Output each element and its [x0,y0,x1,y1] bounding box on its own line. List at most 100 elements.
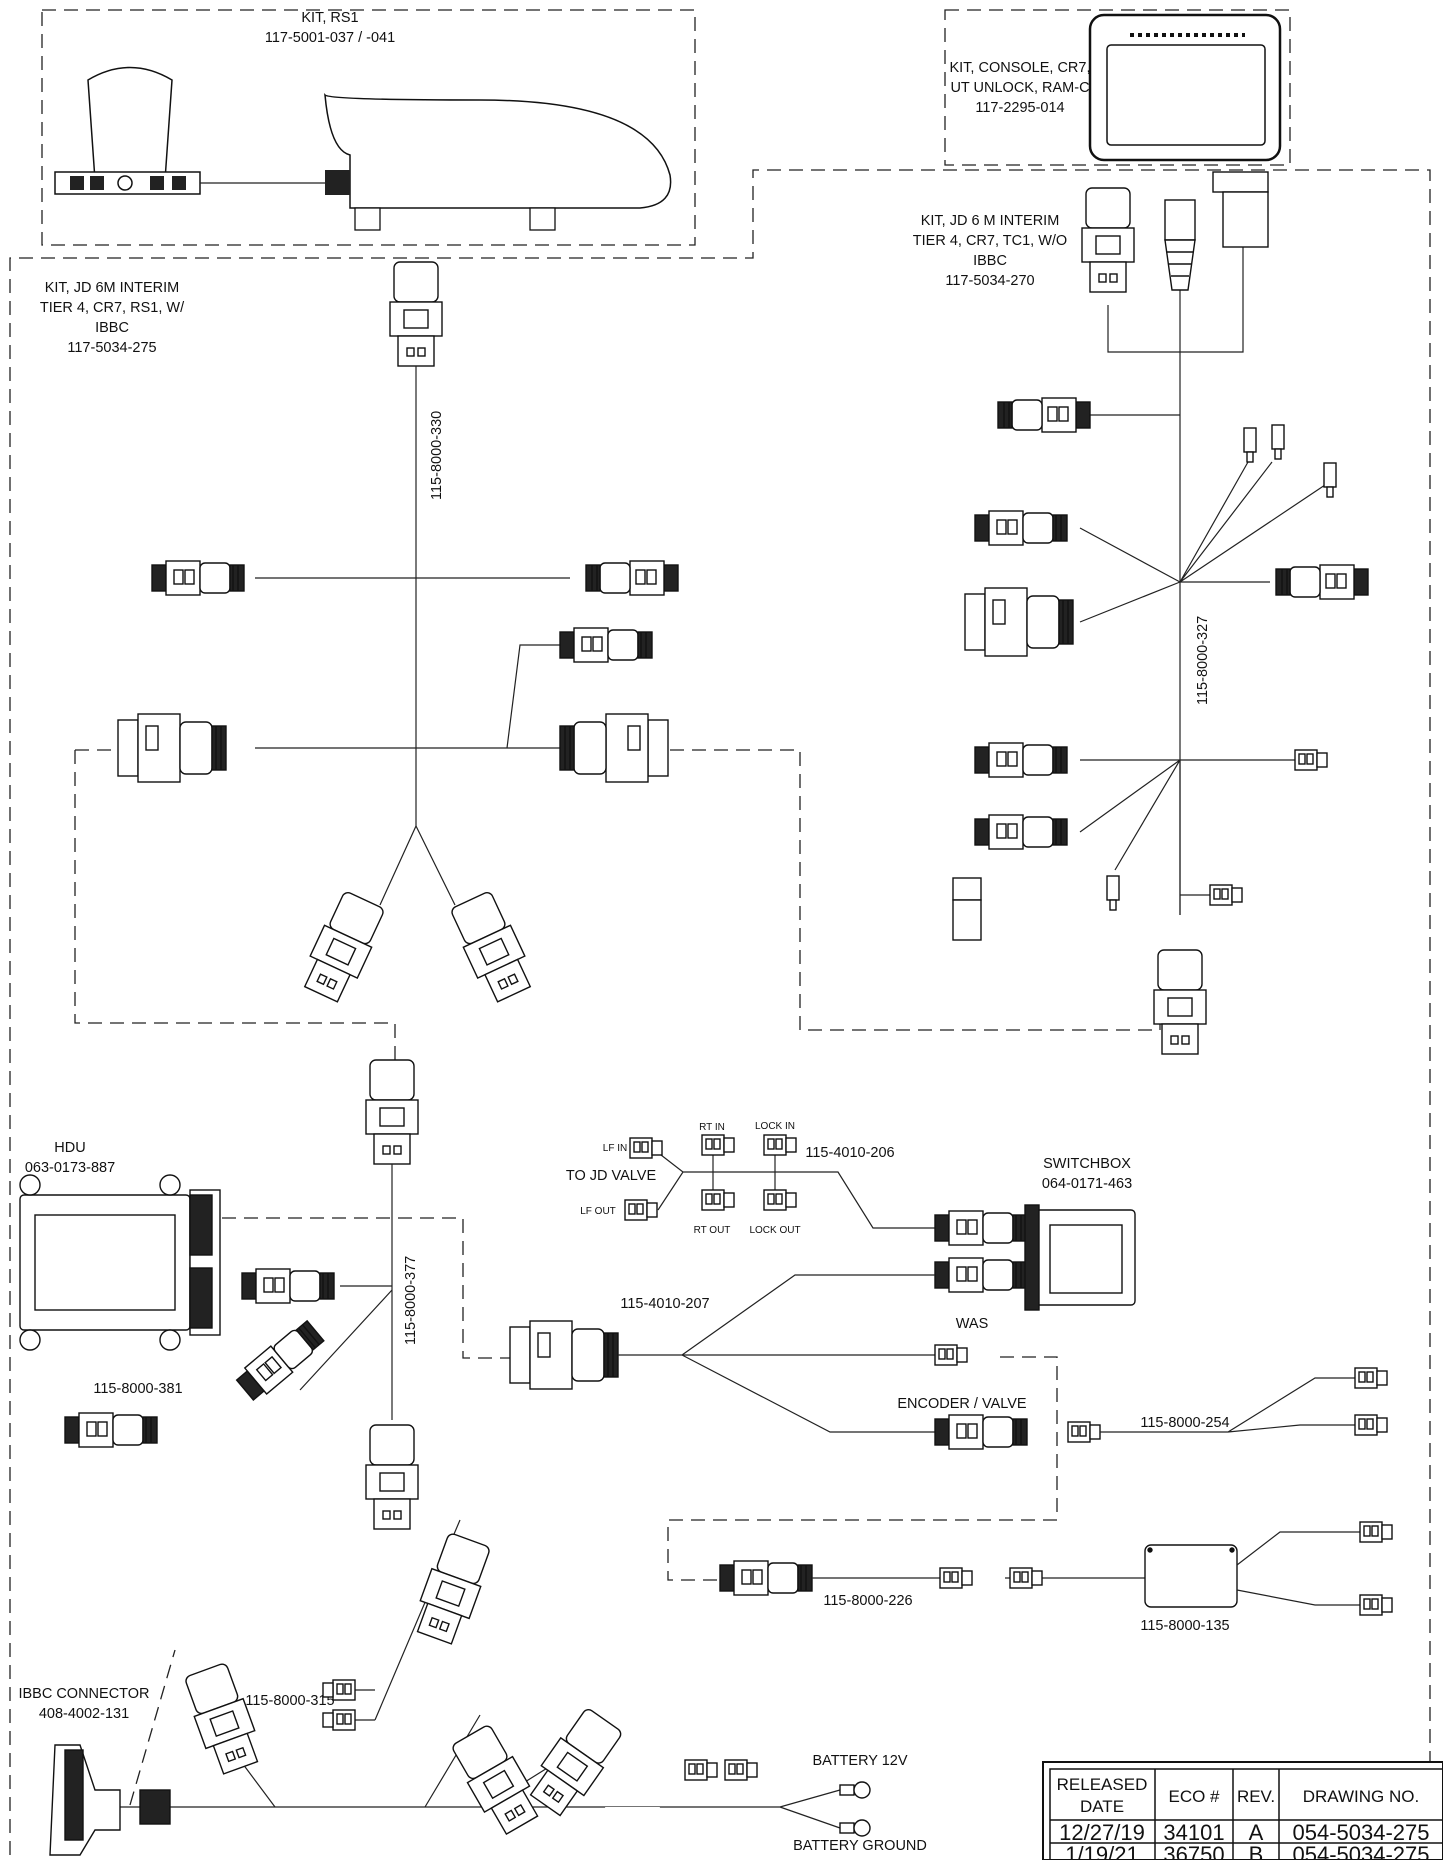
was-connector [934,1344,968,1366]
cable-207-label: 115-4010-207 [620,1296,709,1312]
console-kit-line2: UT UNLOCK, RAM-C [950,80,1089,96]
spade-f-2 [1271,424,1285,460]
console-kit-part: 117-2295-014 [975,100,1064,116]
tb-row2-drawing: 054-5034-275 [1292,1842,1429,1860]
tb-row1-date: 12/27/19 [1059,1820,1145,1845]
lf-in-label: LF IN [603,1143,627,1154]
connector-330-pigtail [559,627,653,663]
connector-327-top-right [1212,171,1269,248]
dashed-link-left [74,749,396,1060]
jd-valve-label: TO JD VALVE [566,1168,657,1184]
connector-327-bottom [1153,949,1207,1055]
connector-377-angled [233,1317,328,1404]
jd6m-tc1-part: 117-5034-270 [945,273,1034,289]
connector-315-d [409,1530,496,1648]
connector-315-c [322,1709,356,1731]
rs1-antenna [54,66,201,195]
cable-330-label: 115-8000-330 [429,411,445,500]
ibbc-connector [49,1744,171,1856]
connector-327-top-left [1081,187,1135,293]
rt-out-label: RT OUT [694,1225,731,1236]
jd6m-rs1-part: 117-5034-275 [67,340,156,356]
module-135 [1144,1544,1238,1608]
tb-rev-header: REV. [1237,1787,1275,1806]
hdu-module [19,1174,221,1351]
tb-released-line1: RELEASED [1057,1775,1148,1794]
connector-327-b [964,587,1074,657]
connector-377-bottom [365,1424,419,1530]
connector-327-top-mid [1164,199,1196,291]
console-kit-line1: KIT, CONSOLE, CR7, [949,60,1090,76]
tb-row1-eco: 34101 [1163,1820,1224,1845]
dashed-link-was [667,1356,1058,1581]
connector-315-a [179,1660,266,1778]
connector-226-mid1 [939,1567,973,1589]
connector-135-a [1359,1521,1393,1543]
connector-327-g [1209,884,1243,906]
encoder-connector [934,1414,1028,1450]
jd6m-tc1-line2: TIER 4, CR7, TC1, W/O [913,233,1067,249]
cable-135-label: 115-8000-135 [1140,1618,1229,1634]
rt-out-connector [701,1189,735,1211]
connector-207-main [509,1320,619,1390]
connector-327-e [1294,749,1328,771]
tb-eco-header: ECO # [1168,1787,1220,1806]
connector-330-y-right [445,888,539,1006]
spade-f-1 [1243,427,1257,463]
main-kit-boundary [9,169,1431,1855]
dashed-link-hdu [200,1217,520,1359]
jd6m-tc1-line1: KIT, JD 6 M INTERIM [921,213,1060,229]
connector-315-g [684,1759,718,1781]
cable-377-label: 115-8000-377 [403,1256,419,1345]
jd6m-rs1-line2: TIER 4, CR7, RS1, W/ [40,300,185,316]
jd6m-rs1-line1: KIT, JD 6M INTERIM [45,280,180,296]
rt-in-label: RT IN [699,1122,725,1133]
lock-out-connector [763,1189,797,1211]
tb-row1-drawing: 054-5034-275 [1292,1820,1429,1845]
rs1-kit-title: KIT, RS1 [301,10,358,26]
connector-330-large-right [559,713,669,783]
tb-row2-rev: B [1249,1842,1264,1860]
hdu-label: HDU [54,1140,85,1156]
jd6m-rs1-line3: IBBC [95,320,129,336]
lf-out-connector [624,1199,658,1221]
cable-206-label: 115-4010-206 [805,1145,894,1161]
console-kit-boundary [944,9,1291,166]
connector-327-a [974,510,1068,546]
encoder-label: ENCODER / VALVE [897,1396,1027,1412]
connector-330-y-left [296,888,390,1006]
tb-row1-rev: A [1249,1820,1264,1845]
dashed-link-right [670,749,1161,1031]
connector-315-f [523,1704,627,1821]
tb-row2-eco: 36750 [1163,1842,1224,1860]
switchbox-part: 064-0171-463 [1042,1176,1132,1192]
connector-377-side [241,1268,335,1304]
cable-226-label: 115-8000-226 [823,1593,912,1609]
connector-226-mid2 [1009,1567,1043,1589]
cable-254-label: 115-8000-254 [1140,1415,1229,1431]
switchbox [1024,1204,1136,1311]
rs1-receiver [324,93,672,231]
switchbox-label: SWITCHBOX [1043,1156,1131,1172]
grommet [605,1807,660,1830]
spade-f-3 [1323,462,1337,498]
ibbc-part: 408-4002-131 [39,1706,129,1722]
cable-327-label: 115-8000-327 [1195,616,1211,705]
rt-in-connector [701,1134,735,1156]
connector-330-right [585,560,679,596]
connector-330-left [151,560,245,596]
switchbox-connector-2 [934,1257,1028,1293]
battery-12v-label: BATTERY 12V [812,1753,907,1769]
title-block [1042,1761,1443,1860]
hdu-part: 063-0173-887 [25,1160,115,1176]
rs1-kit-boundary [41,9,696,246]
battery-ground-label: BATTERY GROUND [793,1838,927,1854]
spade-f-4 [1106,875,1120,911]
rs1-kit-part: 117-5001-037 / -041 [265,30,395,46]
connector-254-b [1354,1414,1388,1436]
cr7-console [1088,13,1282,162]
lock-out-label: LOCK OUT [749,1225,800,1236]
tb-row2-date: 1/19/21 [1065,1842,1138,1860]
connector-327-c [1275,564,1369,600]
